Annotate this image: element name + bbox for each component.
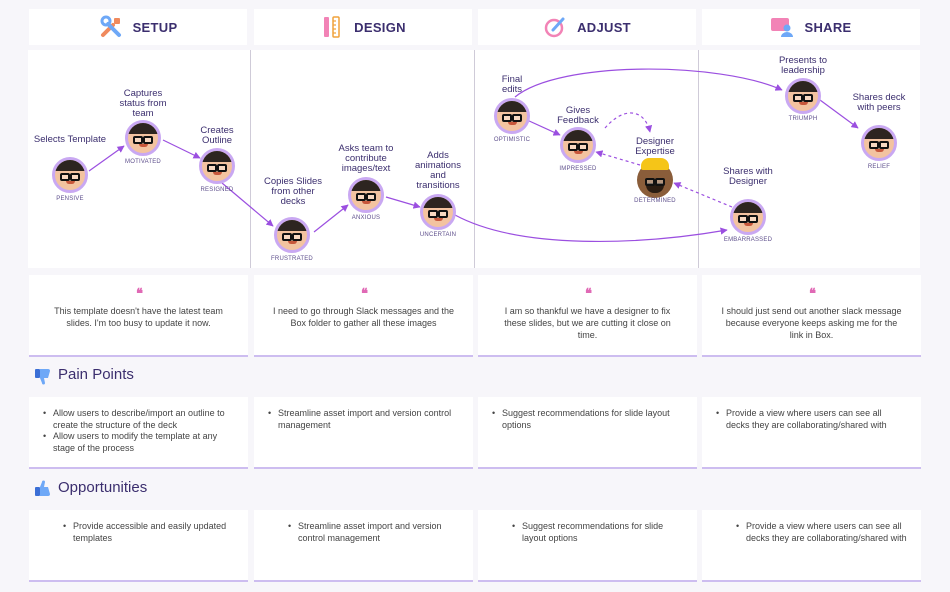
avatar: [861, 125, 897, 161]
step-label: Captures status from team: [119, 88, 167, 119]
step-label: Shares with Designer: [723, 166, 773, 187]
phase-title: DESIGN: [354, 19, 406, 35]
avatar: [420, 194, 456, 230]
quote-text: I should just send out another slack mes…: [721, 306, 902, 340]
phase-title: ADJUST: [577, 19, 631, 35]
step-label: Adds animations and transitions: [415, 150, 461, 191]
phase-divider: [698, 50, 699, 268]
step-label: Final edits: [501, 74, 523, 95]
step-label: Presents to leadership: [778, 55, 828, 76]
list-item: Provide a view where users can see all d…: [716, 408, 907, 431]
emotion-label: RESIGNED: [200, 187, 234, 193]
section-title: Pain Points: [58, 366, 134, 383]
pain-point-card: Streamline asset import and version cont…: [254, 397, 473, 467]
avatar: [348, 177, 384, 213]
phase-title: SHARE: [804, 19, 852, 35]
phase-header-setup: SETUP: [29, 9, 247, 45]
emotion-label: EMBARRASSED: [723, 237, 773, 243]
emotion-label: OPTIMISTIC: [493, 137, 531, 143]
opportunities-heading: Opportunities: [34, 479, 147, 496]
opportunity-card: Streamline asset import and version cont…: [254, 510, 473, 580]
pain-point-card: Provide a view where users can see all d…: [702, 397, 921, 467]
list-item: Suggest recommendations for slide layout…: [492, 408, 683, 431]
step-label: Designer Expertise: [635, 136, 675, 157]
quote-icon: ❛❛: [135, 286, 143, 302]
step-label: Shares deck with peers: [852, 92, 906, 113]
phase-divider: [474, 50, 475, 268]
list-item: Allow users to modify the template at an…: [43, 431, 234, 454]
step-label: Selects Template: [33, 134, 107, 145]
phase-header-share: SHARE: [702, 9, 920, 45]
quote-card: ❛❛ I should just send out another slack …: [702, 275, 921, 355]
opportunity-card: Suggest recommendations for slide layout…: [478, 510, 697, 580]
avatar: [494, 98, 530, 134]
emotion-label: TRIUMPH: [788, 116, 818, 122]
avatar: [785, 78, 821, 114]
phase-header-design: DESIGN: [254, 9, 472, 45]
quote-card: ❛❛ I am so thankful we have a designer t…: [478, 275, 697, 355]
emotion-label: ANXIOUS: [351, 215, 381, 221]
emotion-label: IMPRESSED: [559, 166, 597, 172]
quote-text: This template doesn't have the latest te…: [54, 306, 223, 328]
quote-icon: ❛❛: [360, 286, 368, 302]
step-label: Gives Feedback: [557, 105, 599, 126]
avatar: [637, 158, 673, 198]
list-item: Provide accessible and easily updated te…: [63, 521, 234, 544]
quote-icon: ❛❛: [808, 286, 816, 302]
pain-point-card: Suggest recommendations for slide layout…: [478, 397, 697, 467]
emotion-label: UNCERTAIN: [419, 232, 457, 238]
emotion-label: PENSIVE: [56, 196, 84, 202]
emotion-label: DETERMINED: [634, 198, 676, 204]
quote-icon: ❛❛: [584, 286, 592, 302]
emotion-label: FRUSTRATED: [271, 256, 313, 262]
pencil-ruler-icon: [320, 15, 344, 39]
avatar: [199, 148, 235, 184]
list-item: Allow users to describe/import an outlin…: [43, 408, 234, 431]
avatar: [730, 199, 766, 235]
section-title: Opportunities: [58, 479, 148, 496]
pain-point-card: Allow users to describe/import an outlin…: [29, 397, 248, 467]
emotion-label: RELIEF: [867, 164, 891, 170]
thumbs-up-icon: [34, 480, 52, 496]
step-label: Asks team to contribute images/text: [338, 143, 394, 174]
avatar: [52, 157, 88, 193]
tools-icon: [99, 15, 123, 39]
phase-divider: [250, 50, 251, 268]
quote-text: I am so thankful we have a designer to f…: [504, 306, 671, 340]
edit-brush-icon: [543, 15, 567, 39]
list-item: Suggest recommendations for slide layout…: [512, 521, 683, 544]
list-item: Streamline asset import and version cont…: [288, 521, 459, 544]
quote-card: ❛❛ I need to go through Slack messages a…: [254, 275, 473, 355]
emotion-label: MOTIVATED: [125, 159, 161, 165]
avatar: [560, 127, 596, 163]
quote-text: I need to go through Slack messages and …: [272, 306, 455, 328]
quote-card: ❛❛ This template doesn't have the latest…: [29, 275, 248, 355]
list-item: Provide a view where users can see all d…: [736, 521, 907, 544]
thumbs-down-icon: [34, 367, 52, 384]
share-screen-icon: [770, 15, 794, 39]
opportunity-card: Provide a view where users can see all d…: [702, 510, 921, 580]
step-label: Creates Outline: [200, 125, 234, 146]
phase-title: SETUP: [132, 19, 178, 35]
avatar: [274, 217, 310, 253]
avatar: [125, 120, 161, 156]
opportunity-card: Provide accessible and easily updated te…: [29, 510, 248, 580]
pain-points-heading: Pain Points: [34, 366, 134, 384]
step-label: Copies Slides from other decks: [263, 176, 323, 207]
phase-header-adjust: ADJUST: [478, 9, 696, 45]
list-item: Streamline asset import and version cont…: [268, 408, 459, 431]
